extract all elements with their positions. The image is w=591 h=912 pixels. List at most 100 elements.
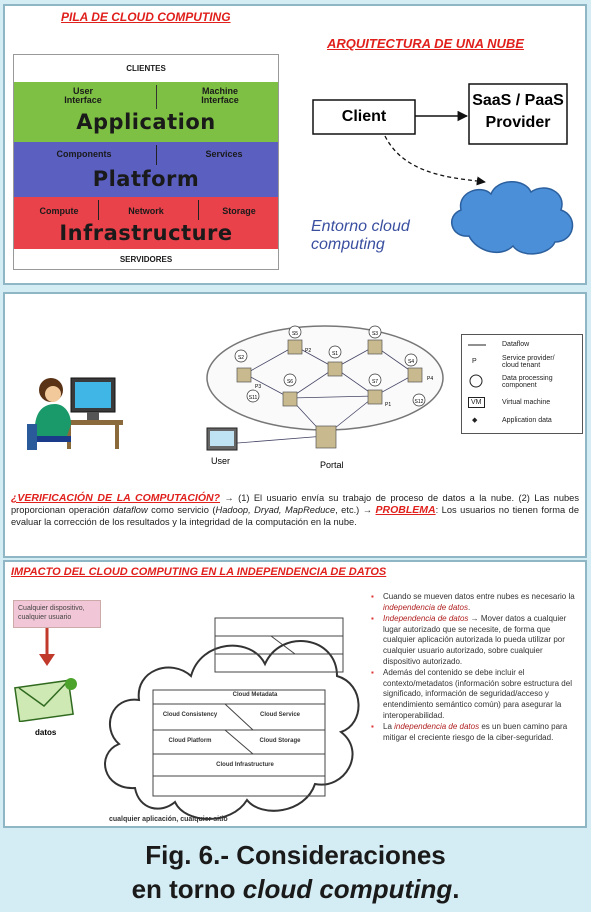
user-interface-cell: User Interface: [64, 86, 102, 105]
envelope-icon: [14, 678, 77, 722]
bullet-4-pre: La: [383, 722, 395, 732]
clientes-label: CLIENTES: [126, 64, 166, 73]
inner-mid-left: Cloud Consistency: [162, 712, 218, 718]
application-label: Application: [76, 110, 216, 134]
node-label-s6: S6: [287, 379, 293, 385]
bottom-label: cualquier aplicación, cualquier sitio: [109, 816, 228, 823]
data-cloud-diagram: [104, 617, 360, 820]
entorno-label: Entorno cloud computing: [311, 218, 410, 253]
platform-divider: [156, 145, 157, 165]
provider-label-p3: P3: [255, 384, 261, 390]
legend-processing: Data processing component: [502, 375, 553, 389]
inner-low-left: Cloud Platform: [168, 738, 212, 744]
any-device-label: Cualquier dispositivo, cualquier usuario: [18, 605, 85, 621]
any-device-box: Cualquier dispositivo, cualquier usuario: [13, 600, 101, 628]
user-label: User: [211, 456, 231, 466]
platform-layer: Components Services Platform: [14, 142, 278, 197]
verification-text-2: como servicio (: [147, 505, 216, 515]
inner-bottom: Cloud Infrastructure: [216, 762, 274, 768]
datos-label: datos: [35, 728, 57, 737]
architecture-diagram: [312, 83, 574, 255]
bullet-2-post: → Mover datos a cualquier lugar autoriza…: [383, 614, 567, 666]
bullet-4: La independencia de datos es un buen cam…: [371, 722, 581, 743]
node-label-s5: S5: [292, 331, 298, 337]
storage-cell: Storage: [222, 206, 256, 216]
provider-label-p4: P4: [427, 376, 433, 382]
node-label-s7: S7: [372, 379, 378, 385]
provider-label: SaaS / PaaS Provider: [472, 92, 564, 131]
cloud-shape: [451, 181, 574, 255]
infrastructure-label: Infrastructure: [59, 221, 233, 245]
verification-title: ¿VERIFICACIÓN DE LA COMPUTACIÓN?: [11, 492, 221, 504]
platform-label: Platform: [92, 167, 200, 191]
client-box: [312, 99, 416, 135]
verification-text-3: , etc.) →: [335, 505, 376, 515]
cloud-stack-title: PILA DE CLOUD COMPUTING: [61, 10, 231, 24]
dashed-arrow: [384, 135, 486, 186]
node-label-s1: S1: [332, 351, 338, 357]
infra-divider-2: [198, 200, 199, 220]
provider-label-p1: P1: [385, 402, 391, 408]
portal-label: Portal: [320, 460, 344, 470]
bullet-3-pre: Además del contenido se debe incluir el …: [383, 668, 572, 720]
down-arrow: [39, 628, 55, 666]
application-layer: User Interface Machine Interface Applica…: [14, 82, 278, 142]
servidores-row: SERVIDORES: [14, 249, 278, 269]
bullet-1-pre: Cuando se mueven datos entre nubes es ne…: [383, 592, 575, 601]
verification-text-1: → (1) El usuario envía su trabajo de pro…: [11, 493, 579, 515]
verification-text-4: : Los usuarios no tienen forma de evalua…: [11, 505, 579, 527]
processing-legend-icon: [469, 374, 483, 388]
node-label-s11: S11: [249, 395, 258, 401]
figure-caption-line1: Fig. 6.- Consideraciones: [145, 840, 446, 870]
bullet-1: Cuando se mueven datos entre nubes es ne…: [371, 592, 581, 613]
cloud-stack: CLIENTES User Interface Machine Interfac…: [13, 54, 279, 270]
bullet-4-post: es un buen camino para mitigar el crecie…: [383, 722, 568, 742]
legend-service: Service provider/ cloud tenant: [502, 355, 555, 369]
inner-mid-right: Cloud Service: [259, 712, 300, 718]
problema-word: PROBLEMA: [375, 504, 436, 516]
network-cell: Network: [128, 206, 164, 216]
bullet-4-em: independencia de datos: [394, 722, 480, 732]
legend-vm-box: VM: [468, 397, 485, 408]
legend-appdata: Application data: [502, 417, 552, 424]
dataflow-legend-icon: [468, 344, 486, 346]
data-cloud-layers: [152, 617, 344, 797]
network-legend: Dataflow P Service provider/ cloud tenan…: [461, 334, 583, 434]
verification-paragraph: ¿VERIFICACIÓN DE LA COMPUTACIÓN? → (1) E…: [11, 492, 579, 528]
caption-line2-pre: en torno: [131, 874, 243, 904]
node-label-s4: S4: [408, 359, 414, 365]
bullet-3: Además del contenido se debe incluir el …: [371, 668, 581, 721]
compute-cell: Compute: [39, 206, 79, 216]
legend-dataflow: Dataflow: [502, 341, 530, 348]
servidores-label: SERVIDORES: [119, 255, 173, 264]
inner-top: Cloud Metadata: [232, 692, 278, 698]
legend-service-symbol: P: [472, 358, 477, 365]
provider-label-p2: P2: [305, 348, 311, 354]
node-label-s12: S12: [415, 399, 424, 405]
figure-caption-line2: en torno cloud computing.: [0, 874, 591, 905]
node-label-s2: S2: [238, 355, 244, 361]
components-cell: Components: [56, 149, 112, 159]
provider-box: [468, 83, 568, 145]
caption-line2-post: .: [452, 874, 460, 904]
bullet-2: Independencia de datos → Mover datos a c…: [371, 614, 581, 667]
bullet-1-post: .: [467, 602, 471, 612]
machine-interface-cell: Machine Interface: [201, 86, 239, 105]
data-independence-title: IMPACTO DEL CLOUD COMPUTING EN LA INDEPE…: [11, 566, 387, 578]
legend-appdata-symbol: ◆: [472, 417, 478, 424]
independence-bullets: Cuando se mueven datos entre nubes es ne…: [371, 592, 581, 744]
services-cell: Services: [205, 149, 243, 159]
legend-vm: Virtual machine: [502, 399, 551, 406]
bullet-2-em: Independencia de datos: [383, 614, 469, 624]
node-label-s3: S3: [372, 331, 378, 337]
caption-line2-em: cloud computing: [242, 874, 453, 904]
application-divider: [156, 85, 157, 109]
clientes-row: CLIENTES: [14, 55, 278, 82]
infrastructure-layer: Compute Network Storage Infrastructure: [14, 197, 278, 249]
examples-text: Hadoop, Dryad, MapReduce: [215, 505, 336, 515]
client-label: Client: [341, 108, 387, 125]
network-servers: [236, 339, 423, 449]
person-computer-icon: [27, 377, 123, 450]
